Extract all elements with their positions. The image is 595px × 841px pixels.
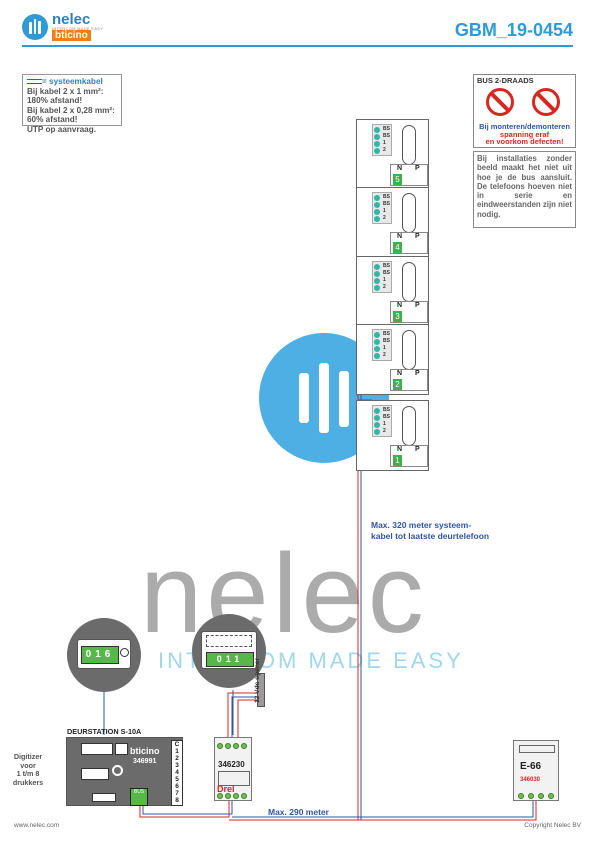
zoom-circle-left: 016 (67, 618, 141, 692)
legend-key: = systeemkabel (27, 77, 117, 87)
door-lock-icon (257, 673, 265, 707)
door-connector-icon (81, 743, 113, 755)
brand-name: nelec (52, 11, 91, 28)
footer-url: www.nelec.com (14, 822, 60, 829)
legend-line: 60% afstand! (27, 115, 78, 124)
phone-number: 4 (393, 242, 402, 253)
door-port-icon (92, 793, 116, 802)
legend-line: 180% afstand! (27, 96, 83, 105)
handset-icon (402, 125, 416, 165)
installation-note: Bij installaties zonder beeld maakt het … (473, 151, 576, 228)
max-320-label: Max. 320 meter systeem- kabel tot laatst… (371, 520, 490, 541)
dip-switch-icon (120, 648, 129, 657)
psu-code: 346230 (218, 760, 245, 769)
e66-name: E-66 (520, 761, 542, 772)
header-rule (22, 45, 573, 47)
logo-badge-icon (22, 14, 48, 40)
phone-terminal-block: BS BS 1 2 (372, 329, 392, 361)
handset-icon (402, 330, 416, 370)
document-id: GBM_19-0454 (454, 20, 573, 40)
warning-title: BUS 2-DRAADS (477, 76, 534, 85)
phone-number: 1 (393, 455, 402, 466)
door-code: 346991 (133, 758, 157, 765)
cable-swatch-icon (27, 79, 42, 85)
door-switch-icon (115, 743, 128, 755)
sub-brand: bticino (52, 30, 91, 41)
zoom-circle-right: 011 (192, 614, 266, 688)
door-knob-icon (112, 765, 123, 776)
lock-label: 12 Vdc opener (254, 657, 261, 703)
door-dip-icon (81, 768, 109, 780)
warning-box: BUS 2-DRAADS Bij monteren/demonteren spa… (473, 74, 576, 148)
phone-number: 2 (393, 379, 402, 390)
door-brand: bticino (130, 746, 160, 756)
digit-display: 016 (81, 646, 119, 664)
phone-terminal-block: BS BS 1 2 (372, 405, 392, 437)
door-bus-terminal: BUS (130, 788, 148, 806)
no-voltage-icon (532, 88, 560, 116)
cable-legend: = systeemkabel Bij kabel 2 x 1 mm²: 180%… (22, 74, 122, 134)
legend-line: UTP op aanvraag. (27, 124, 97, 134)
footer-copyright: Copyright Nelec BV (524, 822, 581, 829)
no-plug-icon (486, 88, 514, 116)
legend-line: Bij kabel 2 x 0,28 mm²: (27, 105, 115, 115)
psu-dip-icon (218, 771, 250, 786)
watermark-text: nelec (140, 531, 428, 656)
digit-display: 011 (206, 652, 254, 667)
phone-number: 3 (393, 311, 402, 322)
power-supply: 346230 Drel (214, 737, 252, 801)
e66-module: E-66 346030 (513, 740, 559, 801)
legend-line: Bij kabel 2 x 1 mm²: (27, 86, 104, 96)
phone-terminal-block: BS BS 1 2 (372, 124, 392, 156)
brand-logo: nelec INTERCOM MADE EASY bticino (22, 11, 122, 44)
max-290-label: Max. 290 meter (268, 807, 329, 817)
door-station-title: DEURSTATION S-10A (67, 727, 142, 736)
handset-icon (402, 262, 416, 302)
handset-icon (402, 193, 416, 233)
e66-code: 346030 (520, 777, 541, 783)
phone-terminal-block: BS BS 1 2 (372, 261, 392, 293)
jumper-row-icon (206, 635, 252, 647)
brand-tagline: INTERCOM MADE EASY (52, 26, 104, 31)
phone-number: 5 (393, 174, 402, 185)
handset-icon (402, 406, 416, 446)
psu-mark: Drel (217, 784, 235, 794)
e66-top-terminals-icon (519, 745, 555, 753)
phone-terminal-block: BS BS 1 2 (372, 192, 392, 224)
warning-message: Bij monteren/demonteren spanning eraf en… (479, 122, 570, 146)
